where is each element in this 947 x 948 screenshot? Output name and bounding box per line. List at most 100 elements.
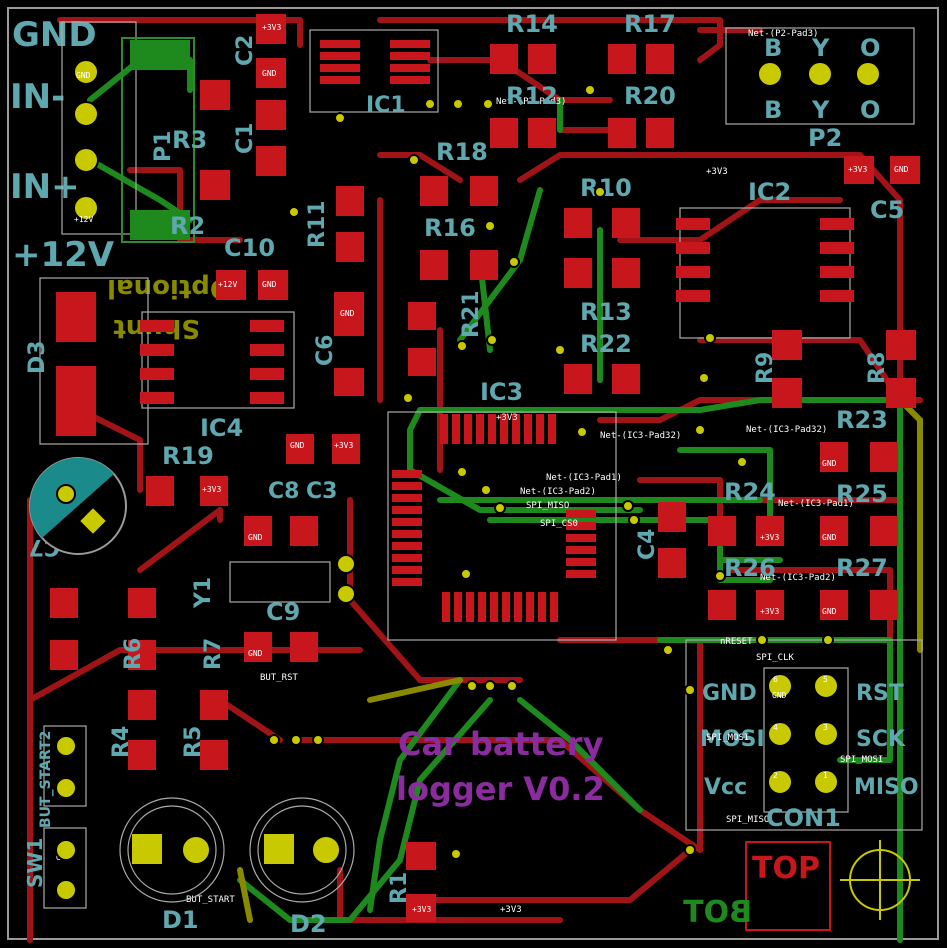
net-3v3-ic2: +3V3 (706, 167, 728, 177)
capacitor-c7 (29, 457, 127, 555)
switch-pins (55, 554, 356, 901)
p2-bot-y: Y (811, 96, 830, 124)
ic3-pads (392, 414, 596, 622)
ref-c4: C4 (635, 529, 660, 560)
ref-r2: R2 (170, 212, 205, 240)
led-d2 (249, 797, 355, 903)
svg-text:GND: GND (76, 71, 91, 80)
ref-r12: R12 (506, 82, 558, 110)
ref-r25: R25 (836, 480, 888, 508)
board-edge (7, 7, 939, 940)
ref-r11: R11 (305, 200, 330, 248)
ref-d3: D3 (25, 340, 50, 374)
ref-p2: P2 (808, 124, 842, 152)
svg-text:GND: GND (822, 607, 837, 616)
net-ic3-pad2-a: Net-(IC3-Pad2) (520, 487, 596, 497)
net-spi-miso: SPI_MISO (526, 501, 569, 511)
svg-text:5: 5 (823, 675, 828, 684)
ref-r10: R10 (580, 174, 632, 202)
ref-c5: C5 (870, 196, 904, 224)
svg-text:GND: GND (262, 69, 277, 78)
ref-r6: R6 (121, 638, 146, 670)
title-line1: Car battery (398, 725, 604, 763)
net-ic3-pad1-b: Net-(IC3-Pad1) (778, 499, 854, 509)
svg-text:GND: GND (248, 533, 263, 542)
ic3-outline (387, 411, 617, 641)
ref-c1: C1 (233, 123, 258, 154)
svg-text:3: 3 (823, 723, 828, 732)
ref-c2: C2 (233, 35, 258, 66)
net-spi-miso-b: SPI_MISO (726, 815, 769, 825)
p2-bot-o: O (860, 96, 880, 124)
net-3v3-ic3: +3V3 (496, 413, 518, 423)
svg-text:+3V3: +3V3 (334, 441, 353, 450)
ref-r24: R24 (724, 478, 776, 506)
svg-text:+3V3: +3V3 (412, 905, 431, 914)
ic4-pads (140, 320, 284, 404)
svg-text:+3V3: +3V3 (760, 533, 779, 542)
ref-r4: R4 (109, 726, 134, 758)
ref-r23: R23 (836, 406, 888, 434)
svg-text:GND: GND (248, 649, 263, 658)
ref-designators: R14 R17 R12 R20 R18 R10 R16 R13 R22 R23 … (23, 10, 904, 938)
bot-marker: BOT (683, 895, 752, 930)
svg-text:1: 1 (823, 771, 828, 780)
ref-r17: R17 (624, 10, 676, 38)
ref-but-start2: BUT_START2 (38, 731, 54, 828)
svg-text:+12V: +12V (218, 280, 237, 289)
svg-text:GND: GND (822, 533, 837, 542)
led-d1 (119, 797, 225, 903)
board-title: Car battery logger V0.2 (396, 725, 605, 808)
net-but-start: BUT_START (186, 895, 235, 905)
ref-r9: R9 (753, 352, 778, 384)
svg-text:GND: GND (894, 165, 909, 174)
ref-ic3: IC3 (480, 378, 523, 406)
ref-r18: R18 (436, 138, 488, 166)
p2-top-y: Y (811, 34, 830, 62)
ref-c10: C10 (224, 234, 275, 262)
vias (268, 84, 834, 860)
net-nreset: nRESET (720, 637, 753, 647)
svg-text:GND: GND (262, 280, 277, 289)
ref-r26: R26 (724, 554, 776, 582)
ic-outlines (39, 29, 851, 931)
net-ic3-pad32-b: Net-(IC3-Pad32) (746, 425, 827, 435)
net-ic3-pad1-a: Net-(IC3-Pad1) (546, 473, 622, 483)
p2-top-b: B (764, 34, 782, 62)
ref-r1: R1 (387, 872, 412, 904)
svg-text:GND: GND (340, 309, 355, 318)
svg-text:+3V3: +3V3 (848, 165, 867, 174)
label-12v: +12V (12, 235, 115, 275)
ref-c9: C9 (266, 598, 300, 626)
con1-mosi: MOSI (700, 727, 765, 752)
net-spi-mosi: SPI_MOSI (706, 733, 749, 743)
svg-text:6: 6 (773, 675, 778, 684)
ref-d2: D2 (290, 910, 327, 938)
ref-d1: D1 (162, 906, 199, 934)
ic1-pads (320, 40, 430, 84)
connector-labels: GND IN- IN+ +12V (10, 15, 115, 275)
ref-p1: P1 (151, 131, 176, 162)
ref-c6: C6 (313, 335, 338, 366)
ref-r20: R20 (624, 82, 676, 110)
layer-marker: TOP BOT (683, 851, 820, 930)
net-spi-mosi-b: SPI_MOSI (840, 755, 883, 765)
svg-text:+3V3: +3V3 (760, 607, 779, 616)
p2-top-o: O (860, 34, 880, 62)
net-ic3-pad32-a: Net-(IC3-Pad32) (600, 431, 681, 441)
net-but-rst: BUT_RST (260, 673, 299, 683)
ref-c3: C3 (306, 479, 337, 504)
net-spi-cs0: SPI_CS0 (540, 519, 578, 529)
ref-r13: R13 (580, 298, 632, 326)
p2-net-label: Net-(P2-Pad3) (748, 29, 818, 39)
label-in-plus: IN+ (10, 167, 80, 207)
ref-r5: R5 (181, 726, 206, 758)
top-marker: TOP (752, 851, 820, 886)
shunt-label: Optional Shunt (107, 273, 232, 343)
net-labels: Net-(IC3-Pad32) Net-(IC3-Pad32) Net-(IC3… (186, 97, 883, 915)
svg-text:+12V: +12V (74, 215, 93, 224)
net-r12: Net-(P2-Pad3) (496, 97, 566, 107)
ref-ic2: IC2 (748, 178, 791, 206)
